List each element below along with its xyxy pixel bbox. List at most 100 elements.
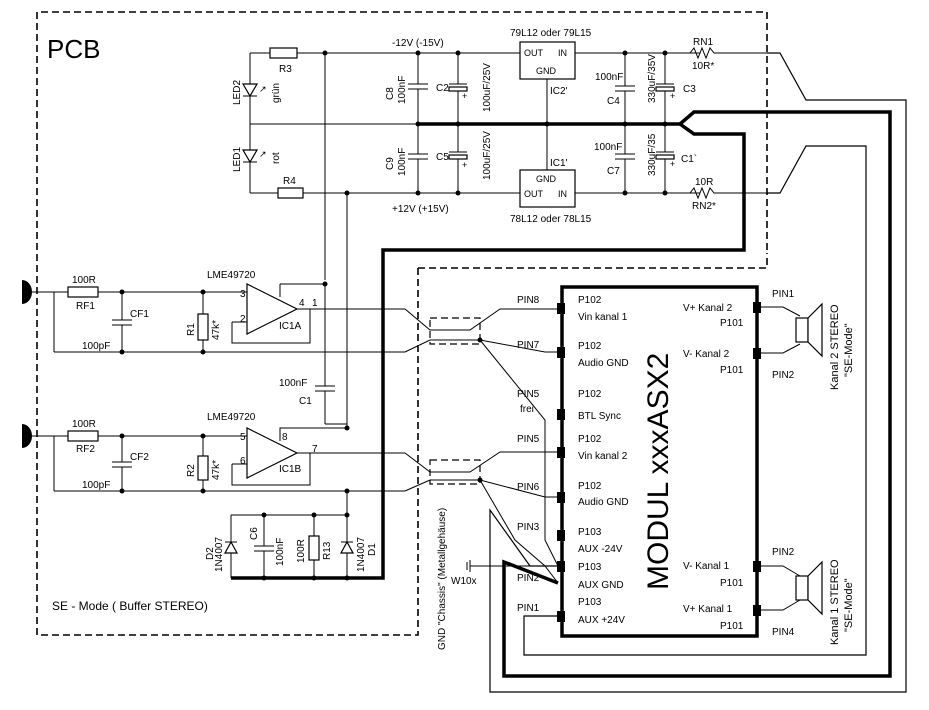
gnd-return <box>231 122 746 580</box>
rn1-label: RN1 <box>693 37 713 48</box>
power-cable-neg <box>489 52 907 693</box>
svg-text:P103: P103 <box>578 562 602 573</box>
r13-label: R13 <box>322 541 333 560</box>
c8-value: 100nF <box>397 76 408 104</box>
svg-text:1: 1 <box>312 298 318 309</box>
ic2-out: OUT <box>524 48 544 58</box>
c7-value: 100nF <box>594 142 622 153</box>
cable-pin3: PIN3 <box>517 522 540 533</box>
svg-text:PIN2: PIN2 <box>772 547 795 558</box>
svg-text:V+ Kanal 1: V+ Kanal 1 <box>683 604 733 615</box>
rf2-resistor <box>67 430 99 442</box>
w10-label: W10x <box>451 576 477 587</box>
cable-pin8: PIN8 <box>517 295 540 306</box>
speaker-bottom: PIN2 PIN4 Kanal 1 STEREO "SE-Mode" <box>761 547 855 645</box>
ic1-regulator <box>519 169 576 208</box>
ic1b-label: IC1B <box>279 464 302 475</box>
svg-text:P101: P101 <box>720 318 744 329</box>
power-cable-pos <box>523 145 867 656</box>
svg-text:P102: P102 <box>578 389 602 400</box>
shield-top <box>429 317 481 345</box>
svg-text:V- Kanal 1: V- Kanal 1 <box>683 561 730 572</box>
c1p-label: C1` <box>681 153 697 165</box>
svg-text:BTL Sync: BTL Sync <box>578 411 621 422</box>
svg-text:P103: P103 <box>578 597 602 608</box>
c6-label: C6 <box>249 527 260 540</box>
c7-label: C7 <box>607 166 620 177</box>
svg-text:3: 3 <box>240 289 246 300</box>
svg-text:PIN2: PIN2 <box>772 370 795 381</box>
cf1-label: CF1 <box>130 309 149 320</box>
module-right-pins: V+ Kanal 2 P101 V- Kanal 2 P101 V- Kanal… <box>683 302 761 632</box>
opamp-ic1a <box>246 283 299 335</box>
r13-resistor <box>308 535 320 561</box>
svg-text:AUX GND: AUX GND <box>578 580 624 591</box>
svg-text:P102: P102 <box>578 341 602 352</box>
r4-label: R4 <box>283 176 296 187</box>
svg-text:AUX -24V: AUX -24V <box>578 544 623 555</box>
neg-rail-label: -12V (-15V) <box>392 38 444 49</box>
c1p-value: 330uF/35 <box>647 133 658 176</box>
module-left-pins: P102 Vin kanal 1 P102 Audio GND P102 BTL… <box>557 295 629 626</box>
d2-part: 1N4007 <box>214 537 225 572</box>
led1-label: LED1 <box>232 147 243 172</box>
c1-value: 100nF <box>279 378 307 389</box>
svg-text:P102: P102 <box>578 481 602 492</box>
c3-value: 330uF/35V <box>647 54 658 103</box>
svg-text:+: + <box>670 91 675 101</box>
svg-text:PIN1: PIN1 <box>772 289 795 300</box>
cf1-value: 100pF <box>82 341 110 352</box>
opamp2-part: LME49720 <box>207 412 256 423</box>
chassis-label: GND "Chassis" (Metallgehäuse) <box>437 508 448 650</box>
svg-text:+: + <box>670 159 675 169</box>
svg-text:P101: P101 <box>720 578 744 589</box>
pos-rail-label: +12V (+15V) <box>392 204 449 215</box>
ic1-label: IC1' <box>550 158 568 169</box>
cable-pin1: PIN1 <box>517 603 540 614</box>
pcb-boundary-inner <box>418 253 768 269</box>
cable-pin7: PIN7 <box>517 340 540 351</box>
led1-color: rot <box>271 152 282 164</box>
led2-color: grün <box>271 83 282 103</box>
svg-text:Kanal 1 STEREO: Kanal 1 STEREO <box>829 559 841 645</box>
svg-text:P103: P103 <box>578 527 602 538</box>
ic2-gnd: GND <box>536 66 557 76</box>
d2-label: D2 <box>205 547 216 560</box>
ic1-out: OUT <box>524 189 544 199</box>
svg-text:V+ Kanal 2: V+ Kanal 2 <box>683 303 733 314</box>
rf1-resistor <box>67 286 99 298</box>
module-box <box>560 285 759 638</box>
r1-resistor <box>197 313 209 341</box>
opamp-ic1b <box>246 427 299 479</box>
r2-label: R2 <box>186 464 197 477</box>
c5-label: C5 <box>436 152 449 163</box>
svg-text:4: 4 <box>299 298 305 309</box>
cable-pin6: PIN6 <box>517 482 540 493</box>
r3-label: R3 <box>279 64 292 75</box>
cable-frei: frei <box>520 404 534 415</box>
d1-part: 1N4007 <box>356 537 367 572</box>
c9-label: C9 <box>385 157 396 170</box>
rf2-value: 100R <box>72 419 96 430</box>
shield-bottom <box>429 459 481 485</box>
ic2-regulator <box>519 41 576 80</box>
c5-value: 100uF/25V <box>482 131 493 180</box>
c9-value: 100nF <box>397 148 408 176</box>
svg-text:6: 6 <box>240 456 246 467</box>
svg-text:P102: P102 <box>578 434 602 445</box>
svg-text:PIN4: PIN4 <box>772 627 795 638</box>
c2-value: 100uF/25V <box>482 63 493 112</box>
svg-text:Vin kanal 1: Vin kanal 1 <box>578 312 628 323</box>
r1-label: R1 <box>186 323 197 336</box>
svg-text:P102: P102 <box>578 295 602 306</box>
svg-text:Vin kanal 2: Vin kanal 2 <box>578 451 628 462</box>
rn2-value: 10R <box>695 177 713 188</box>
svg-text:8: 8 <box>282 432 288 443</box>
c8-label: C8 <box>385 87 396 100</box>
svg-text:"SE-Mode": "SE-Mode" <box>843 578 855 632</box>
cable-pin2: PIN2 <box>517 573 540 584</box>
c6-value: 100nF <box>275 538 286 566</box>
cf2-value: 100pF <box>82 480 110 491</box>
svg-text:+: + <box>462 91 467 101</box>
